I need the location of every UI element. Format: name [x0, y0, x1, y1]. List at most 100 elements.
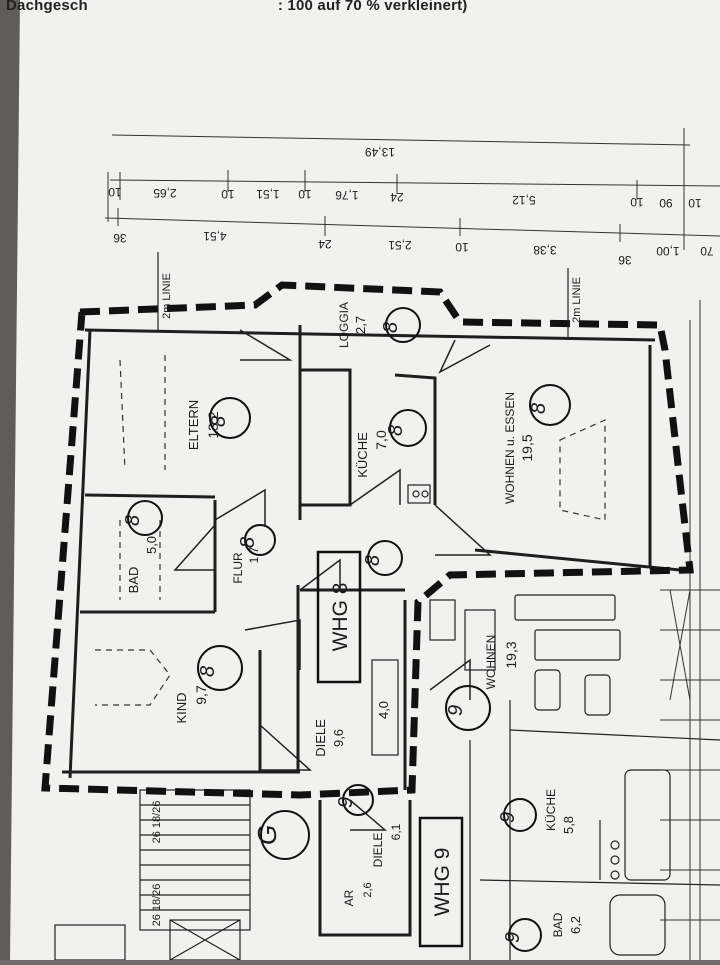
stairs-label-bottom: 26 18/26 [151, 884, 163, 927]
circled-marks [127, 307, 571, 952]
room-area-wohnen8: 19,5 [519, 434, 535, 461]
whg9-fixtures [429, 594, 720, 960]
circle-mark-diele8 [367, 540, 403, 576]
mark-digit-bad9: 9 [502, 932, 524, 943]
apartment-outline [41, 281, 694, 799]
furniture-outlines [95, 355, 606, 706]
slope-line-label-right: 2m LINIE [571, 277, 583, 323]
room-name-loggia: LOGGIA [337, 302, 351, 348]
mark-digit-kueche9: 9 [497, 812, 519, 823]
dim-r1-9: 90 [659, 196, 673, 210]
room-area-wohnen9: 19,3 [503, 641, 519, 668]
room-area-kueche9: 5,8 [561, 816, 576, 834]
mark-digit-eltern: 8 [208, 416, 230, 427]
slope-line-label-left: 2m LINIE [161, 273, 173, 319]
dim-r2-2: 24 [318, 237, 332, 251]
room-name-flur: FLUR [231, 552, 245, 584]
dim-r2-8: 70 [700, 244, 714, 258]
room-name-ar: AR [342, 889, 356, 906]
kitchen-counter [407, 484, 431, 504]
room-area-diele8: 9,6 [331, 729, 346, 747]
page-header: Dachgesch : 100 auf 70 % verkleinert) [6, 0, 468, 14]
stairs-label-top: 26 18/26 [151, 801, 163, 844]
mark-digit-diele9: 9 [335, 797, 357, 808]
circle-mark-kind [197, 645, 243, 691]
dim-r2-3: 2,51 [388, 238, 412, 252]
room-area-eltern: 13,2 [205, 411, 221, 438]
room-area-diele9: 6,1 [389, 823, 403, 840]
mark-digit-loggia: 8 [380, 322, 402, 333]
room-area-kueche8: 7,0 [373, 430, 389, 450]
dim-r1-7: 5,12 [512, 193, 536, 207]
apartment-label-whg9: WHG 9 [431, 848, 454, 917]
dimension-chains [104, 128, 720, 250]
dim-r2-7: 1,00 [656, 244, 680, 258]
paper-edge-shadow [0, 0, 20, 960]
closet-box [371, 659, 399, 756]
dim-r1-0: 10 [108, 185, 122, 199]
dim-r1-3: 1,51 [256, 187, 280, 201]
circle-mark-eltern [209, 397, 251, 439]
room-area-bad9: 6,2 [568, 916, 583, 934]
room-name-wohnen8: WOHNEN u. ESSEN [503, 392, 517, 504]
room-area-bad8: 5,0 [144, 536, 159, 554]
slope-lines [157, 252, 569, 340]
room-name-diele8: DIELE [313, 719, 328, 757]
dimension-line-total [111, 134, 691, 146]
room-area-kind: 9,7 [193, 685, 209, 705]
circle-mark-loggia [385, 307, 421, 343]
dim-r1-1: 2,65 [153, 186, 177, 200]
circle-mark-bad9 [508, 918, 542, 952]
room-name-kueche8: KÜCHE [355, 432, 370, 478]
circle-mark-wohnen9 [445, 685, 491, 731]
dimension-line-row2 [104, 217, 720, 237]
circle-mark-kueche9 [503, 798, 537, 832]
closet-label: 4,0 [376, 701, 391, 719]
dim-r1-6: 24 [390, 190, 404, 204]
dim-r2-5: 3,38 [533, 243, 557, 257]
mark-digit-bad8: 8 [122, 515, 144, 526]
room-name-wohnen9: WOHNEN [484, 635, 498, 690]
room-area-ar: 2,6 [362, 882, 374, 897]
dimension-labels: 13,49 10 2,65 10 1,51 10 1,76 24 5,12 10… [108, 145, 714, 267]
mark-digit-wohnen9: 9 [445, 705, 467, 716]
circle-mark-wohnen8 [529, 384, 571, 426]
dim-r1-2: 10 [221, 187, 235, 201]
mark-digit-kueche8: 8 [385, 425, 407, 436]
dim-total: 13,49 [365, 145, 395, 159]
apartment-box-whg8: WHG 8 [316, 550, 362, 684]
dimension-line-row1 [109, 179, 720, 187]
mark-digit-flur: 8 [237, 537, 259, 548]
dim-r2-4: 10 [455, 240, 469, 254]
dim-r2-6: 36 [618, 253, 632, 267]
apartment-box-whg9: WHG 9 [418, 816, 464, 948]
room-name-kind: KIND [174, 692, 189, 723]
dim-r2-1: 4,51 [203, 229, 227, 243]
room-name-kueche9: KÜCHE [544, 789, 558, 831]
room-name-bad9: BAD [551, 912, 565, 937]
header-right-text: : 100 auf 70 % verkleinert) [277, 0, 468, 14]
mark-digit-wohnen8: 8 [528, 403, 550, 414]
staircase [54, 789, 251, 961]
dim-r1-8: 10 [630, 195, 644, 209]
room-area-loggia: 2,7 [353, 316, 368, 334]
room-name-eltern: ELTERN [186, 400, 201, 450]
header-left-text: Dachgesch [6, 0, 88, 14]
room-name-bad8: BAD [126, 567, 141, 594]
dim-r2-0: 36 [113, 231, 127, 245]
mark-letter-stair: G [252, 825, 282, 845]
balcony-hatching [660, 300, 720, 960]
dim-r1-4: 10 [298, 187, 312, 201]
circle-mark-flur [244, 524, 276, 556]
apartment-label-whg8: WHG 8 [329, 583, 352, 652]
circle-mark-diele9 [342, 784, 374, 816]
circle-mark-kueche8 [389, 409, 427, 447]
circled-mark-digits: 8 8 8 8 8 8 8 8 9 9 G 9 9 [122, 322, 550, 943]
room-name-diele9: DIELE [371, 833, 385, 868]
circle-mark-bad8 [127, 500, 163, 536]
mark-digit-diele8: 8 [362, 555, 384, 566]
room-labels: ELTERN 13,2 LOGGIA 2,7 KÜCHE 7,0 WOHNEN … [126, 302, 583, 937]
dim-r1-10: 10 [688, 196, 702, 210]
